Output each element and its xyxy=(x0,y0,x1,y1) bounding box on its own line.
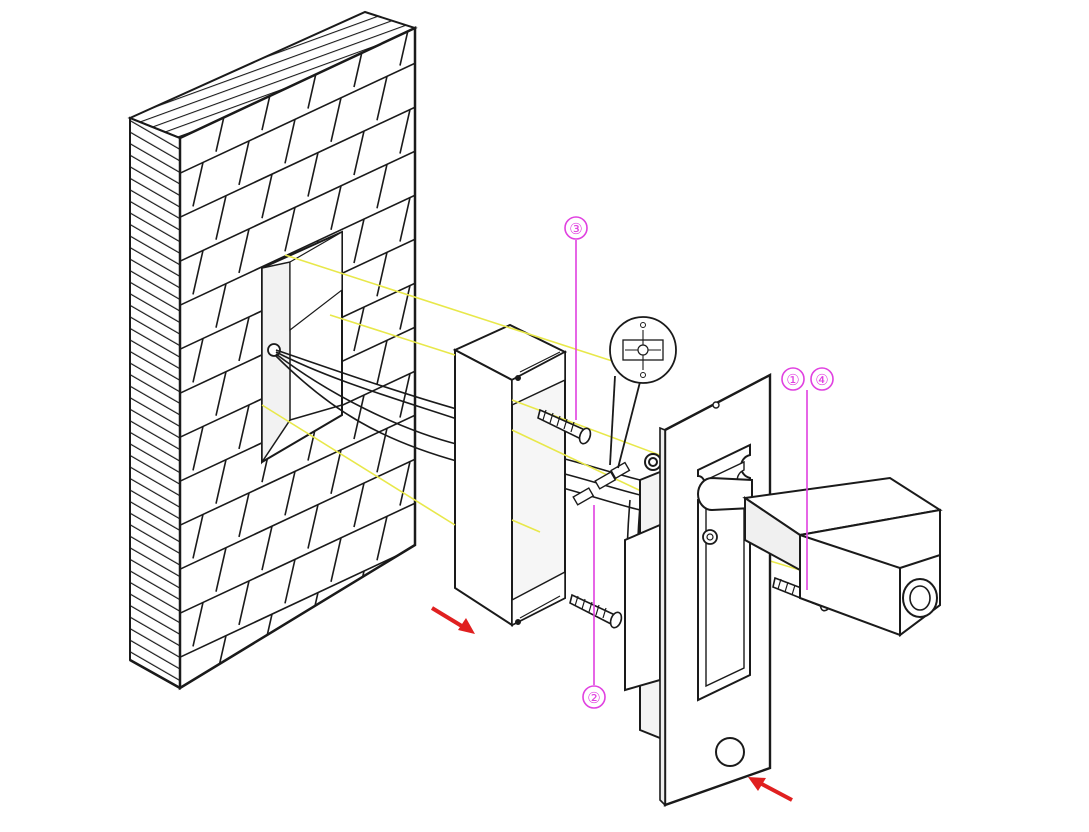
camera-module xyxy=(697,476,943,637)
callout-4-label: ④ xyxy=(815,371,828,389)
direction-arrows xyxy=(430,606,793,802)
callout-2: ② xyxy=(582,685,606,709)
wall-side-face xyxy=(129,116,181,690)
screw-2 xyxy=(569,593,623,629)
callout-3-label: ③ xyxy=(569,220,582,238)
wall-recess xyxy=(261,230,343,465)
callout-3: ③ xyxy=(564,216,588,240)
arrow-faceplate xyxy=(748,777,793,802)
callout-2-label: ② xyxy=(587,689,600,707)
callout-4: ④ xyxy=(810,367,834,391)
callout-1-label: ① xyxy=(786,371,799,389)
call-button xyxy=(715,737,745,767)
panel-body xyxy=(624,453,666,742)
wire-connectors xyxy=(572,461,631,506)
screw-3 xyxy=(537,408,592,445)
callout-leaders xyxy=(575,240,808,685)
arrow-backbox xyxy=(430,606,475,634)
callout-1: ① xyxy=(781,367,805,391)
connector-detail-callout xyxy=(609,316,677,469)
mounting-back-box xyxy=(452,323,568,627)
door-station-faceplate xyxy=(659,373,772,807)
